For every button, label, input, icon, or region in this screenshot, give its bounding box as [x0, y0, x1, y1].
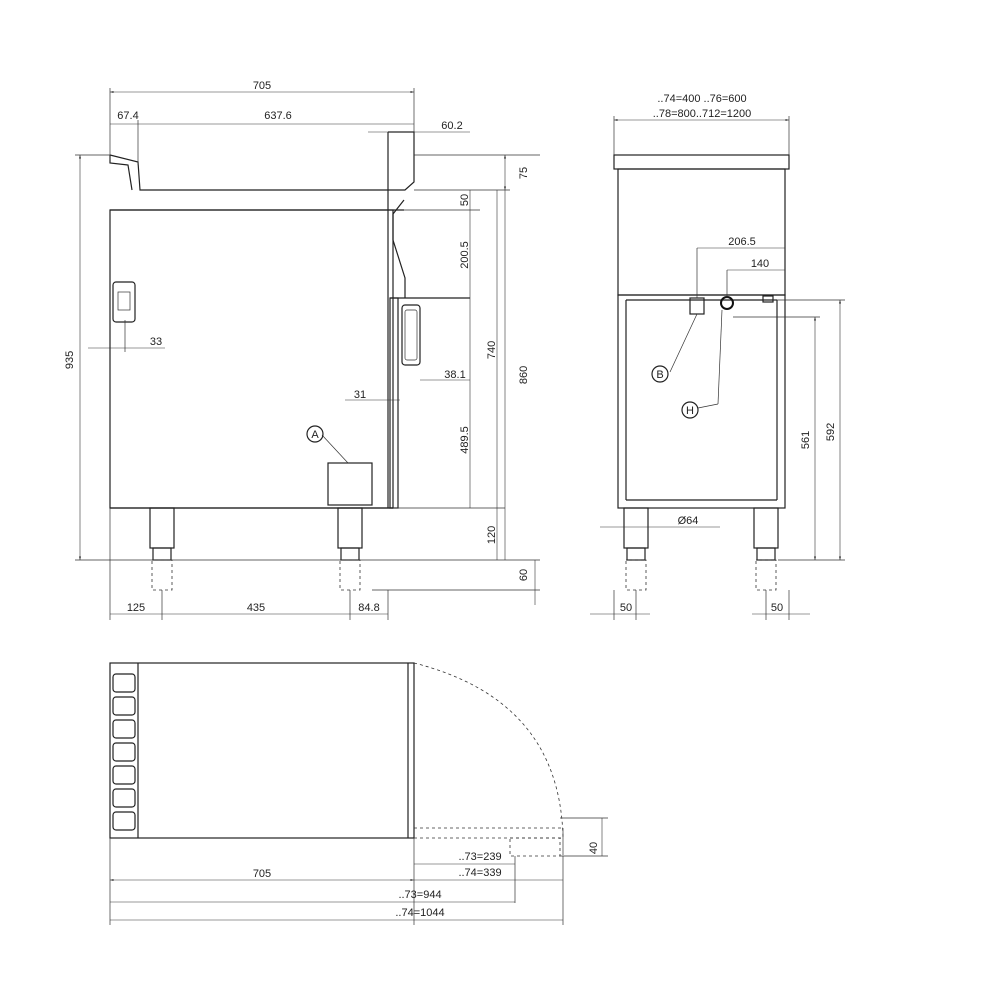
side-worktop: [109, 131, 415, 191]
front-view: B H ..74=400 ..76=600 ..78=800..712=1200…: [590, 93, 845, 620]
box-a: [327, 462, 373, 506]
dim-60-2: 60.2: [441, 120, 462, 132]
top-outline: [109, 662, 415, 839]
dim-944: ..73=944: [398, 889, 441, 901]
dim-239: ..73=239: [458, 851, 501, 863]
dim-140: 140: [751, 258, 769, 270]
dim-50: 50: [459, 194, 471, 206]
dim-200-5: 200.5: [459, 241, 471, 269]
dim-50-right: 50: [771, 602, 783, 614]
connector-h: [720, 296, 734, 310]
dim-120: 120: [486, 526, 498, 544]
dim-339: ..74=339: [458, 867, 501, 879]
dim-935: 935: [64, 351, 76, 369]
dim-489-5: 489.5: [459, 426, 471, 454]
dim-860: 860: [518, 366, 530, 384]
dim-o64: Ø64: [678, 515, 699, 527]
control-knobs: [112, 673, 136, 831]
front-leg-right: [753, 507, 779, 549]
front-upper-body: [617, 168, 786, 296]
dim-435: 435: [247, 602, 265, 614]
label-b: B: [656, 369, 663, 381]
side-view: A 705 67.4 637.6 60.2 75 50 200.5 489.5: [64, 80, 540, 620]
dim-637-6: 637.6: [264, 110, 292, 122]
front-worktop: [613, 154, 790, 170]
dim-38-1: 38.1: [444, 369, 465, 381]
side-leg-left: [149, 507, 175, 549]
door-handle: [401, 304, 421, 366]
front-width-line2: ..78=800..712=1200: [653, 108, 751, 120]
dim-67-4: 67.4: [117, 110, 138, 122]
dim-705-top: 705: [253, 868, 271, 880]
dim-740: 740: [486, 341, 498, 359]
dim-75: 75: [518, 167, 530, 179]
side-leg-right: [337, 507, 363, 549]
dim-592: 592: [825, 423, 837, 441]
dim-705-side: 705: [253, 80, 271, 92]
label-b-circle: [651, 365, 669, 383]
dim-33: 33: [150, 336, 162, 348]
side-connector: [112, 281, 136, 323]
dim-206-5: 206.5: [728, 236, 756, 248]
dim-1044: ..74=1044: [395, 907, 444, 919]
top-view: 40 705 ..73=239 ..74=339 ..73=944 ..74=1…: [109, 662, 608, 925]
dim-84-8: 84.8: [358, 602, 379, 614]
label-h: H: [686, 405, 694, 417]
side-door: [389, 297, 399, 509]
dim-31: 31: [354, 389, 366, 401]
label-a-circle: [306, 425, 324, 443]
side-control-panel: [392, 199, 406, 298]
dim-561: 561: [800, 431, 812, 449]
label-h-circle: [681, 401, 699, 419]
label-a: A: [311, 429, 319, 441]
front-width-line1: ..74=400 ..76=600: [657, 93, 746, 105]
front-cabinet: [617, 294, 786, 509]
dim-50-left: 50: [620, 602, 632, 614]
door-swing-arc: [413, 662, 564, 839]
dim-125: 125: [127, 602, 145, 614]
dim-40: 40: [588, 842, 600, 854]
dim-60: 60: [518, 569, 530, 581]
front-leg-left: [623, 507, 649, 549]
